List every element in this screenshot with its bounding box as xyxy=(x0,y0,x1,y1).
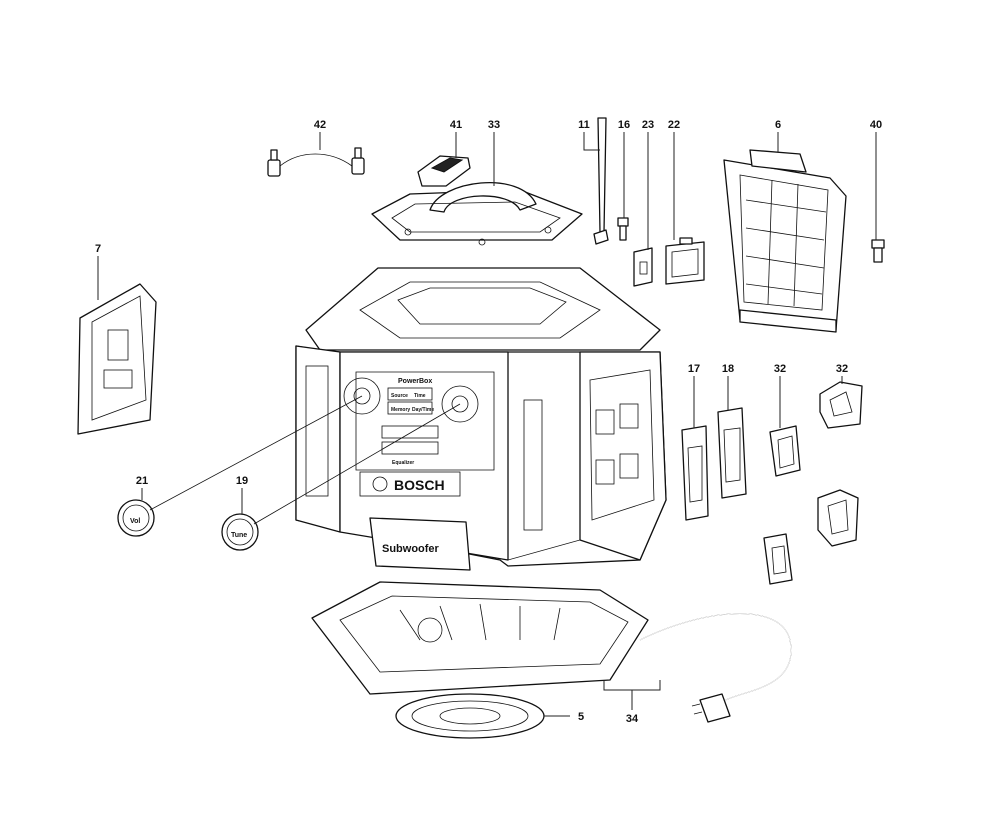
part-32-latch-d xyxy=(763,533,793,585)
part-7-side-door xyxy=(77,283,157,435)
label-23: 23 xyxy=(642,119,654,131)
label-21: 21 xyxy=(136,475,148,487)
label-33: 33 xyxy=(488,119,500,131)
label-32b: 32 xyxy=(836,363,848,375)
part-18-cover xyxy=(717,407,747,499)
main-housing: PowerBox Source Time Memory Day/Time Equ… xyxy=(295,267,667,571)
part-6-rear-door xyxy=(723,149,847,333)
leader-lines xyxy=(97,132,877,717)
part-41-handle-insert xyxy=(417,155,471,187)
label-7: 7 xyxy=(95,243,101,255)
part-33-top-handle xyxy=(371,182,583,246)
daytime-button-label: Day/Time xyxy=(412,407,434,413)
label-11: 11 xyxy=(578,119,590,131)
label-17: 17 xyxy=(688,363,700,375)
part-42-cable xyxy=(267,147,365,177)
label-19: 19 xyxy=(236,475,248,487)
label-18: 18 xyxy=(722,363,734,375)
label-34: 34 xyxy=(626,713,639,725)
label-5: 5 xyxy=(578,711,584,723)
part-21-volume-knob: Vol xyxy=(117,499,155,537)
label-40: 40 xyxy=(870,119,882,131)
label-32a: 32 xyxy=(774,363,786,375)
part-22-cover-plate xyxy=(665,237,705,285)
time-button-label: Time xyxy=(414,393,426,399)
part-number-labels: 42 41 33 11 16 23 22 6 40 7 17 18 32 32 … xyxy=(95,119,882,725)
part-32-latch-b xyxy=(819,381,863,429)
label-6: 6 xyxy=(775,119,781,131)
label-42: 42 xyxy=(314,119,326,131)
part-11-antenna xyxy=(593,117,609,245)
base-tray xyxy=(311,581,649,695)
part-5-subwoofer-driver xyxy=(395,693,545,739)
part-34-power-cord xyxy=(639,613,792,723)
source-button-label: Source xyxy=(391,393,408,399)
model-label: PowerBox xyxy=(398,378,432,385)
vol-knob-label: Vol xyxy=(130,518,140,525)
part-40-screw xyxy=(871,239,885,263)
part-32-latch-a xyxy=(769,425,801,477)
brand-label: BOSCH xyxy=(394,477,445,493)
part-23-latch xyxy=(633,247,653,287)
label-16: 16 xyxy=(618,119,630,131)
equalizer-button-label: Equalizer xyxy=(392,460,414,466)
part-17-cover xyxy=(681,425,709,521)
part-16-screw xyxy=(617,217,629,241)
memory-button-label: Memory xyxy=(391,407,410,413)
part-19-tune-knob: Tune xyxy=(221,513,259,551)
label-22: 22 xyxy=(668,119,680,131)
part-32-latch-c xyxy=(817,489,859,547)
subwoofer-label: Subwoofer xyxy=(382,543,440,555)
label-41: 41 xyxy=(450,119,462,131)
tune-knob-label: Tune xyxy=(231,532,247,539)
